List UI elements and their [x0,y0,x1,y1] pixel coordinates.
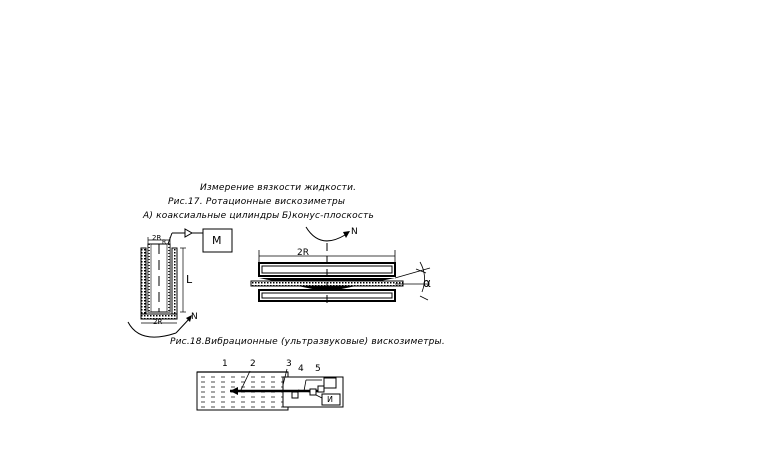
part-2-label: 2 [250,359,256,369]
torque-a-label: N [191,312,198,322]
meter-label: И [327,395,333,404]
motor-label: М [212,234,222,247]
top-radius-label: 2R [152,234,162,242]
main-title: Измерение вязкости жидкости. [200,183,357,193]
cone-radius-label: 2R [297,248,309,258]
torque-b-label: N [351,227,358,237]
part-5-label: 5 [315,364,321,374]
part-3-label: 3 [286,359,292,369]
part-4-label: 4 [298,364,304,374]
cone-plate-figure [250,226,431,305]
coaxial-cylinders-figure [127,228,233,338]
length-label: L [186,273,193,286]
fig18-caption: Рис.18.Вибрационные (ультразвуковые) вис… [170,337,445,347]
cone-angle-label: α [423,276,431,290]
fig17b-caption: Б)конус-плоскость [282,211,374,221]
bottom-radius-label: 2R [153,318,163,326]
fig17-caption: Рис.17. Ротационные вискозиметры [168,197,346,207]
fig17a-caption: А) коаксиальные цилиндры [143,211,280,221]
vibrational-viscometer-figure [196,368,344,411]
part-1-label: 1 [222,359,228,369]
small-radius-label: R [162,239,167,246]
